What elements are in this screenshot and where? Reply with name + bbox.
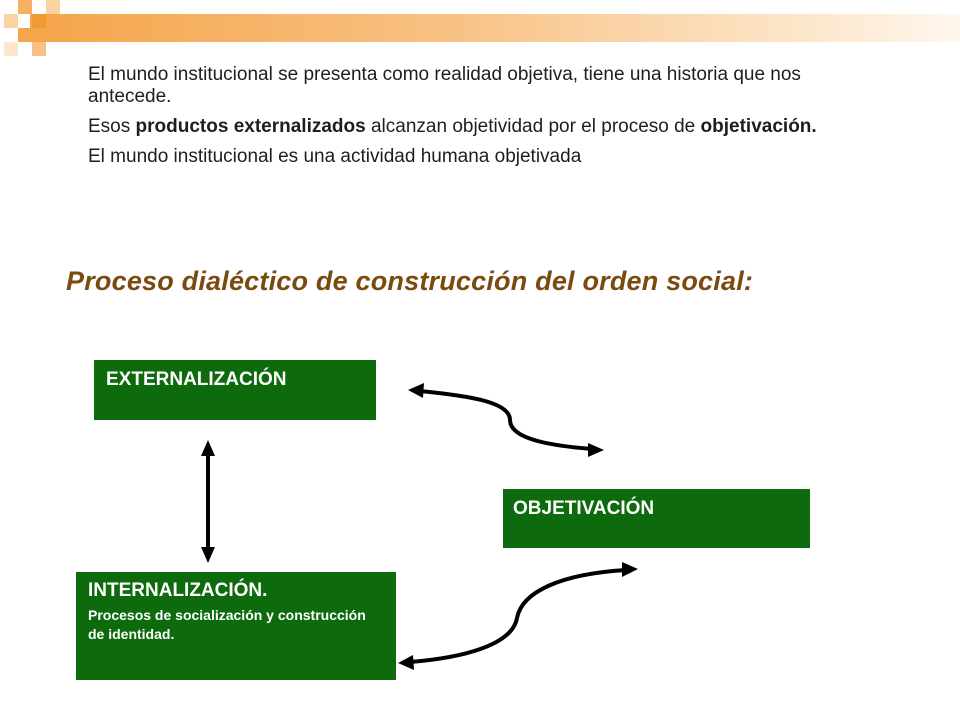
internalizacion-subtitle: Procesos de socialización y construcción… — [88, 607, 366, 642]
arrow-objetivacion-internalizacion — [398, 562, 638, 670]
arrow-externalizacion-objetivacion — [408, 383, 604, 457]
banner-square — [46, 0, 60, 14]
banner-square — [32, 14, 46, 28]
banner-square — [4, 14, 18, 28]
bullet-item: El mundo institucional es una actividad … — [88, 146, 888, 168]
diagram-heading: Proceso dialéctico de construcción del o… — [66, 266, 754, 296]
externalizacion-box: EXTERNALIZACIÓN — [94, 360, 376, 420]
bullet-text: Esos — [88, 116, 136, 137]
bullet-item: Esos productos externalizados alcanzan o… — [88, 116, 888, 138]
objetivacion-title: OBJETIVACIÓN — [513, 498, 655, 519]
bullet-text: El mundo institucional se presenta como … — [88, 64, 801, 107]
bullet-bold-text: objetivación. — [700, 116, 817, 137]
internalizacion-title: INTERNALIZACIÓN. — [88, 580, 268, 601]
bullet-item: El mundo institucional se presenta como … — [88, 64, 888, 108]
arrow-externalizacion-internalizacion — [201, 440, 215, 563]
externalizacion-title: EXTERNALIZACIÓN — [106, 369, 287, 390]
banner-square — [4, 42, 18, 56]
bullet-bold-text: productos externalizados — [135, 116, 366, 137]
bullet-text: alcanzan objetividad por el proceso de — [365, 116, 701, 137]
internalizacion-box: INTERNALIZACIÓN. Procesos de socializaci… — [76, 572, 396, 680]
bullet-list: El mundo institucional se presenta como … — [88, 64, 888, 176]
bullet-text: El mundo institucional es una actividad … — [88, 146, 582, 167]
banner-square — [32, 42, 46, 56]
banner-gradient-band — [30, 14, 960, 42]
banner-square — [18, 28, 32, 42]
objetivacion-box: OBJETIVACIÓN — [503, 489, 810, 548]
decorative-banner — [0, 0, 960, 60]
banner-square — [18, 0, 32, 14]
